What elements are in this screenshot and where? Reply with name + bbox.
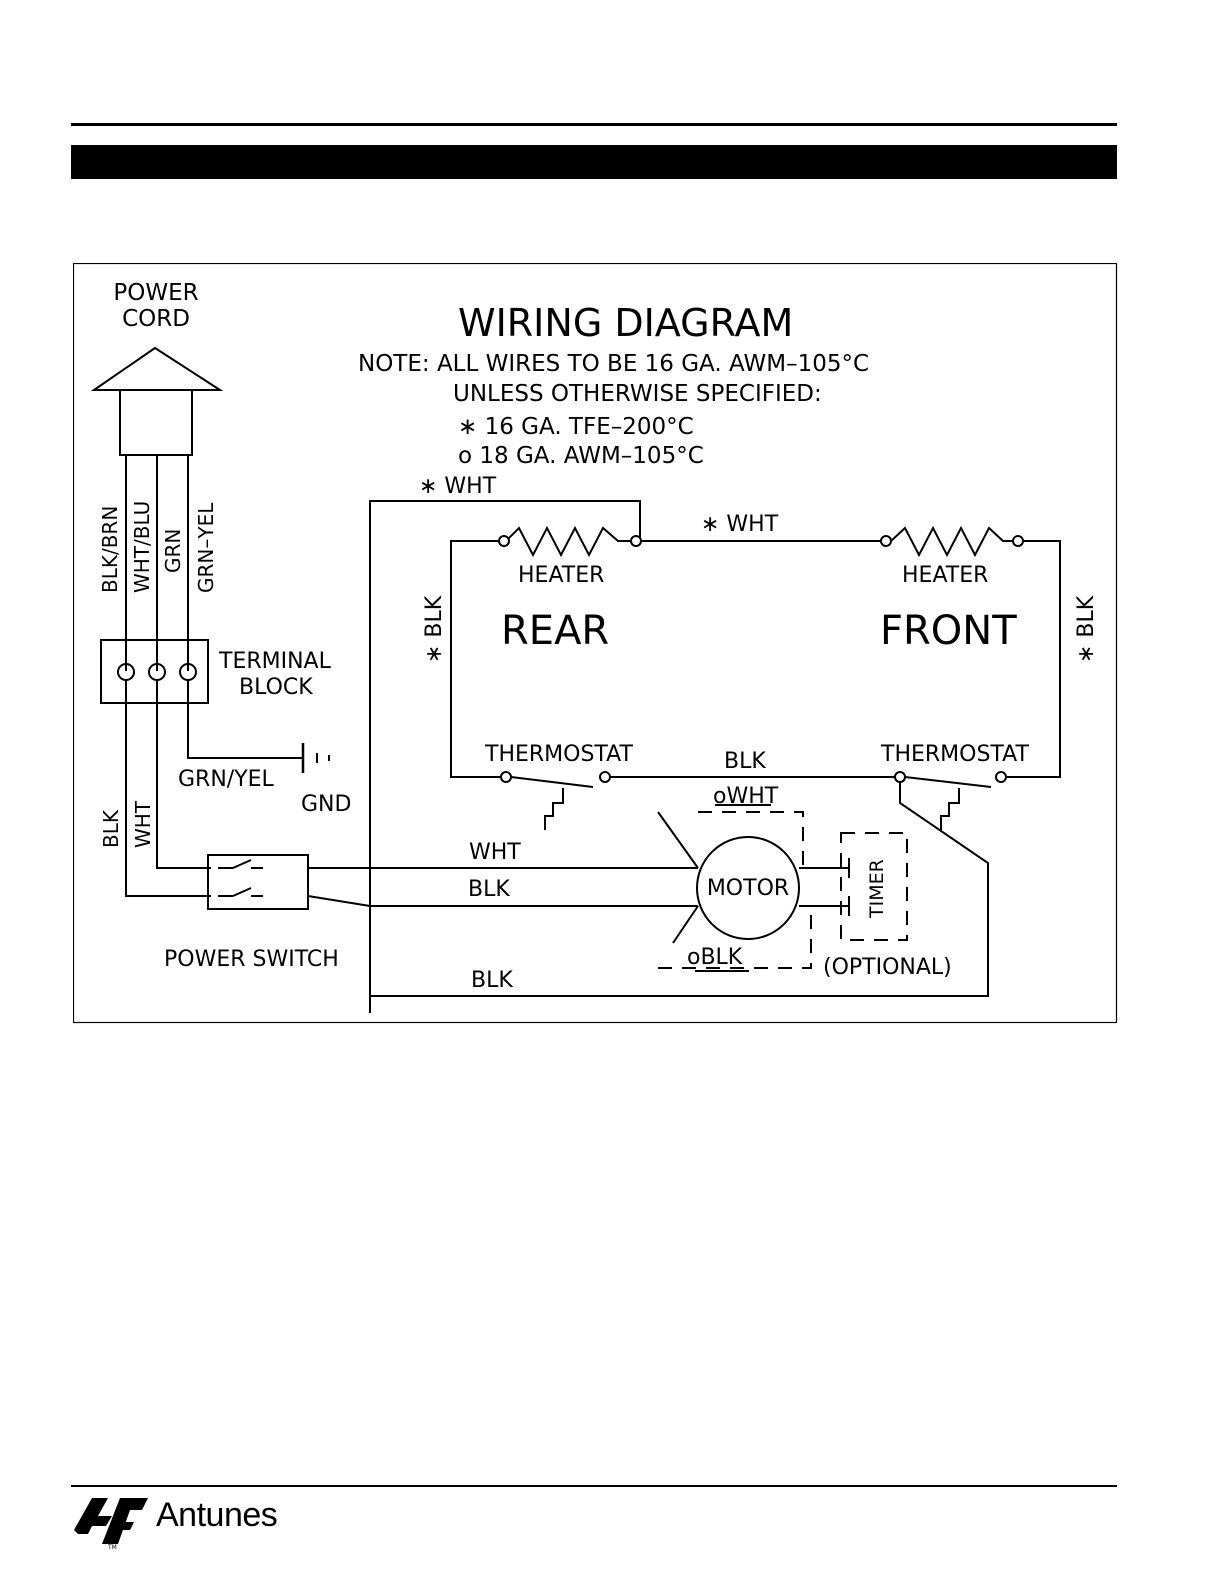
thermostat-rear-label: THERMOSTAT: [484, 742, 634, 767]
thermostat-front-contact: [894, 771, 906, 783]
optional-label: (OPTIONAL): [823, 955, 952, 980]
motor-label: MOTOR: [707, 876, 789, 901]
thermostat-rear-contact: [500, 771, 512, 783]
thermostat-front-label: THERMOSTAT: [880, 742, 1030, 767]
power-switch: [207, 854, 309, 910]
blk-motor-label: BLK: [468, 877, 510, 902]
gnd-label: GND: [301, 792, 351, 817]
blk-wire-label: BLK: [99, 809, 123, 848]
brand-logo: Antunes TM: [68, 1490, 278, 1552]
timer-label: TIMER: [866, 859, 888, 919]
wire-label-grn: GRN: [161, 529, 185, 573]
wire-label-wht-blu: WHT/BLU: [130, 501, 154, 593]
wiring-diagram: POWER CORD WIRING DIAGRAM NOTE: ALL WIRE…: [73, 263, 1118, 1024]
grn-yel-label: GRN/YEL: [178, 767, 275, 792]
terminal-block-label-2: BLOCK: [239, 675, 313, 700]
wht-wire-label: WHT: [131, 800, 155, 848]
o-wht-label: oWHT: [713, 784, 779, 809]
diagram-title: WIRING DIAGRAM: [458, 301, 793, 345]
power-switch-label: POWER SWITCH: [164, 947, 339, 972]
wire-label-grn-yel: GRN–YEL: [194, 502, 218, 593]
brand-name: Antunes: [156, 1495, 278, 1534]
wht-motor-label: WHT: [469, 840, 521, 865]
heater-rear-coil: [451, 525, 631, 558]
header-bar: [71, 145, 1117, 179]
note-line-2: UNLESS OTHERWISE SPECIFIED:: [453, 381, 822, 407]
heater-front-label: HEATER: [902, 563, 988, 588]
note-line-3: ∗ 16 GA. TFE–200°C: [458, 414, 694, 440]
note-line-4: o 18 GA. AWM–105°C: [458, 443, 704, 469]
antunes-logo-mark: [74, 1498, 148, 1544]
diagram-border: [73, 263, 1118, 1024]
left-blk-label: ∗ BLK: [422, 595, 447, 663]
mid-wht-label: ∗ WHT: [701, 512, 779, 537]
terminal-block-label-1: TERMINAL: [218, 649, 332, 674]
trademark-mark: TM: [108, 1544, 117, 1551]
blk-bottom-label: BLK: [471, 968, 513, 993]
blk-between-label: BLK: [724, 749, 766, 774]
front-label: FRONT: [880, 608, 1017, 654]
heater-rear-label: HEATER: [518, 563, 604, 588]
terminal-block: [100, 639, 209, 704]
o-blk-label: oBLK: [687, 945, 743, 970]
heater-front-coil: [890, 525, 1013, 558]
power-cord-label-1: POWER: [113, 280, 198, 306]
power-cord-label-2: CORD: [122, 306, 190, 332]
power-cord-body: [119, 389, 193, 456]
power-cord-plug: [90, 346, 224, 391]
top-rule: [71, 123, 1117, 126]
wire-label-blk-brn: BLK/BRN: [98, 506, 122, 593]
top-wht-label: ∗ WHT: [419, 474, 497, 499]
right-blk-label: ∗ BLK: [1074, 595, 1099, 663]
timer-box: [840, 832, 908, 941]
note-line-1: NOTE: ALL WIRES TO BE 16 GA. AWM–105°C: [358, 351, 869, 377]
bottom-rule: [71, 1485, 1117, 1487]
motor: [696, 836, 800, 940]
rear-label: REAR: [501, 608, 609, 654]
